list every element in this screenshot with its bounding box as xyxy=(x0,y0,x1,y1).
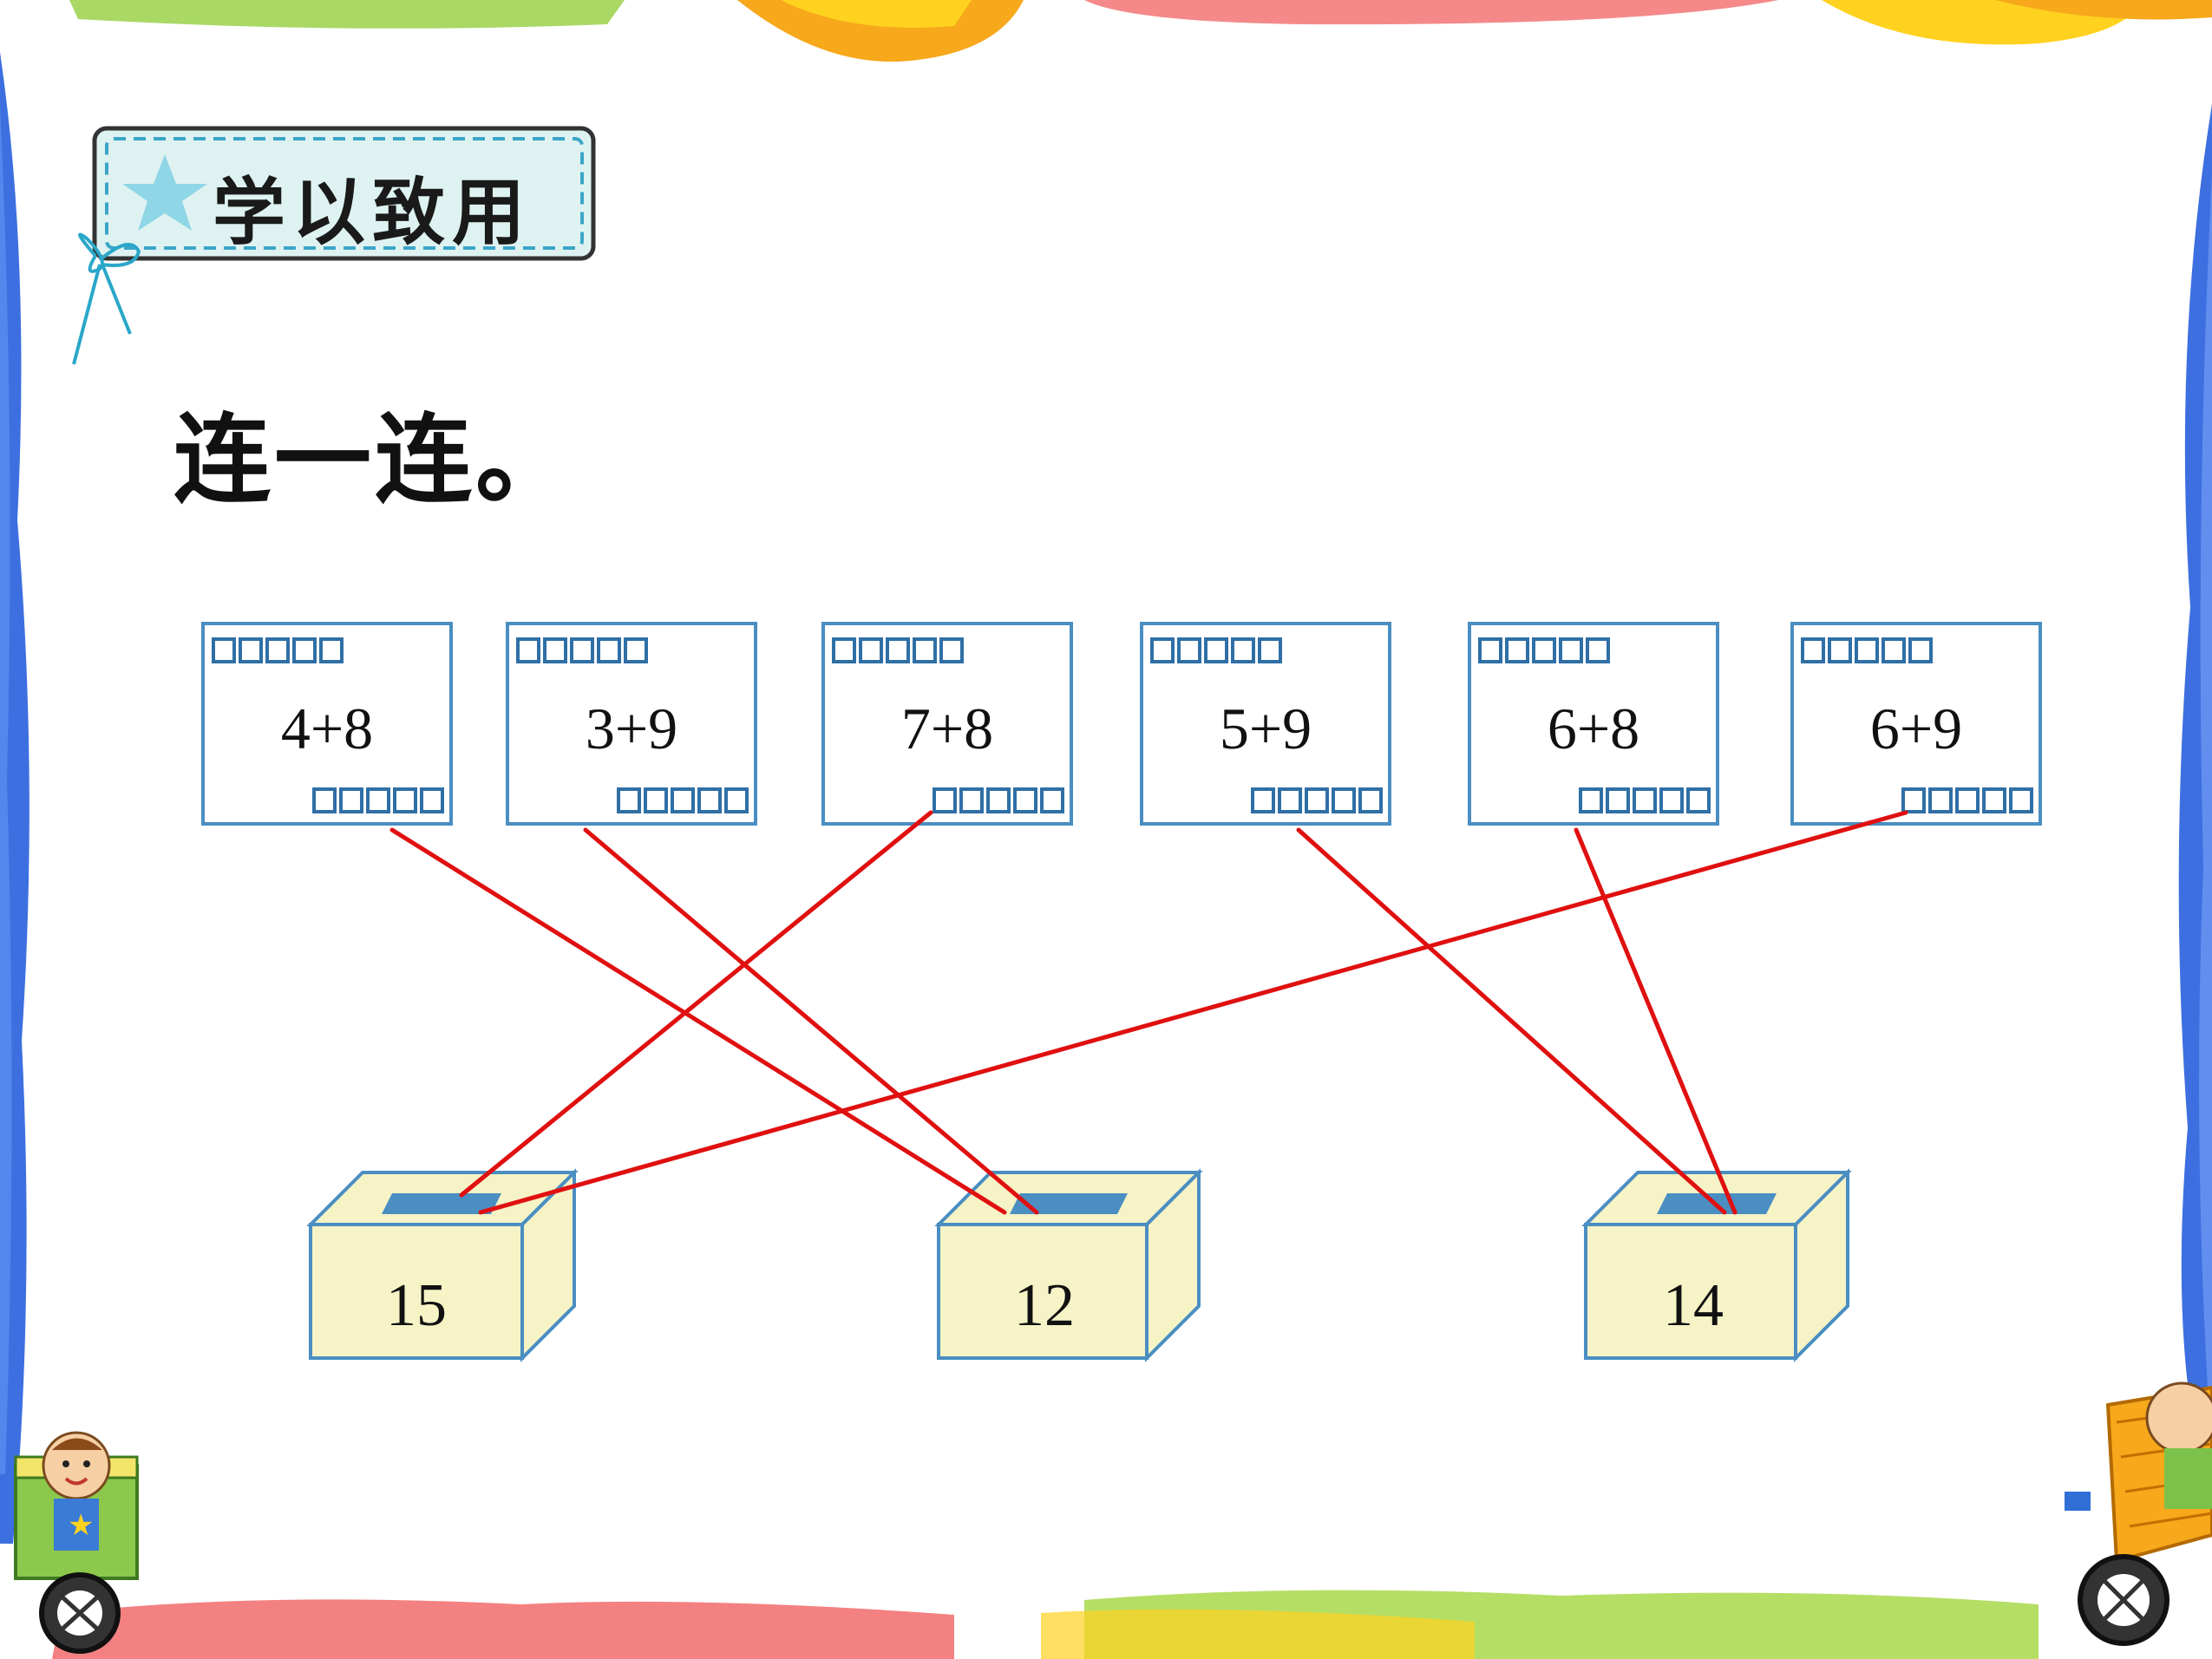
stamp-boxes xyxy=(933,787,1064,813)
stamp-boxes xyxy=(832,637,964,663)
stamp-boxes xyxy=(1801,637,1933,663)
connector-line xyxy=(459,810,933,1198)
card-expression: 5+9 xyxy=(1219,696,1312,761)
expression-card: 6+8 xyxy=(1468,622,1719,826)
answer-box: 15 xyxy=(306,1168,579,1362)
box-value: 15 xyxy=(386,1272,447,1339)
expression-card: 7+8 xyxy=(821,622,1073,826)
stamp-boxes xyxy=(617,787,749,813)
stamp-boxes xyxy=(516,637,648,663)
stamp-boxes xyxy=(1478,637,1610,663)
connector-line xyxy=(1574,827,1738,1215)
stamp-boxes xyxy=(312,787,444,813)
section-title: 学以致用 xyxy=(213,170,533,255)
instruction-text: 连一连。 xyxy=(173,403,576,517)
connector-line xyxy=(1296,827,1727,1215)
card-expression: 6+9 xyxy=(1869,696,1963,761)
star-icon xyxy=(122,154,207,231)
stamp-boxes xyxy=(1901,787,2033,813)
expression-card: 4+8 xyxy=(201,622,453,826)
card-expression: 4+8 xyxy=(280,696,374,761)
connector-line xyxy=(478,810,1908,1215)
card-expression: 6+8 xyxy=(1547,696,1640,761)
stamp-boxes xyxy=(212,637,344,663)
svg-text:★: ★ xyxy=(68,1508,94,1543)
expression-card: 3+9 xyxy=(506,622,757,826)
answer-box: 14 xyxy=(1581,1168,1852,1362)
expression-card: 6+9 xyxy=(1790,622,2042,826)
expression-card: 5+9 xyxy=(1140,622,1391,826)
card-expression: 7+8 xyxy=(900,696,994,761)
stamp-boxes xyxy=(1251,787,1383,813)
box-value: 14 xyxy=(1663,1272,1724,1339)
section-header-badge xyxy=(92,126,596,261)
connector-line xyxy=(583,827,1039,1215)
box-value: 12 xyxy=(1014,1272,1075,1339)
stamp-boxes xyxy=(1150,637,1282,663)
connector-line xyxy=(389,827,1007,1215)
card-expression: 3+9 xyxy=(585,696,678,761)
answer-box: 12 xyxy=(934,1168,1203,1362)
stamp-boxes xyxy=(1579,787,1711,813)
